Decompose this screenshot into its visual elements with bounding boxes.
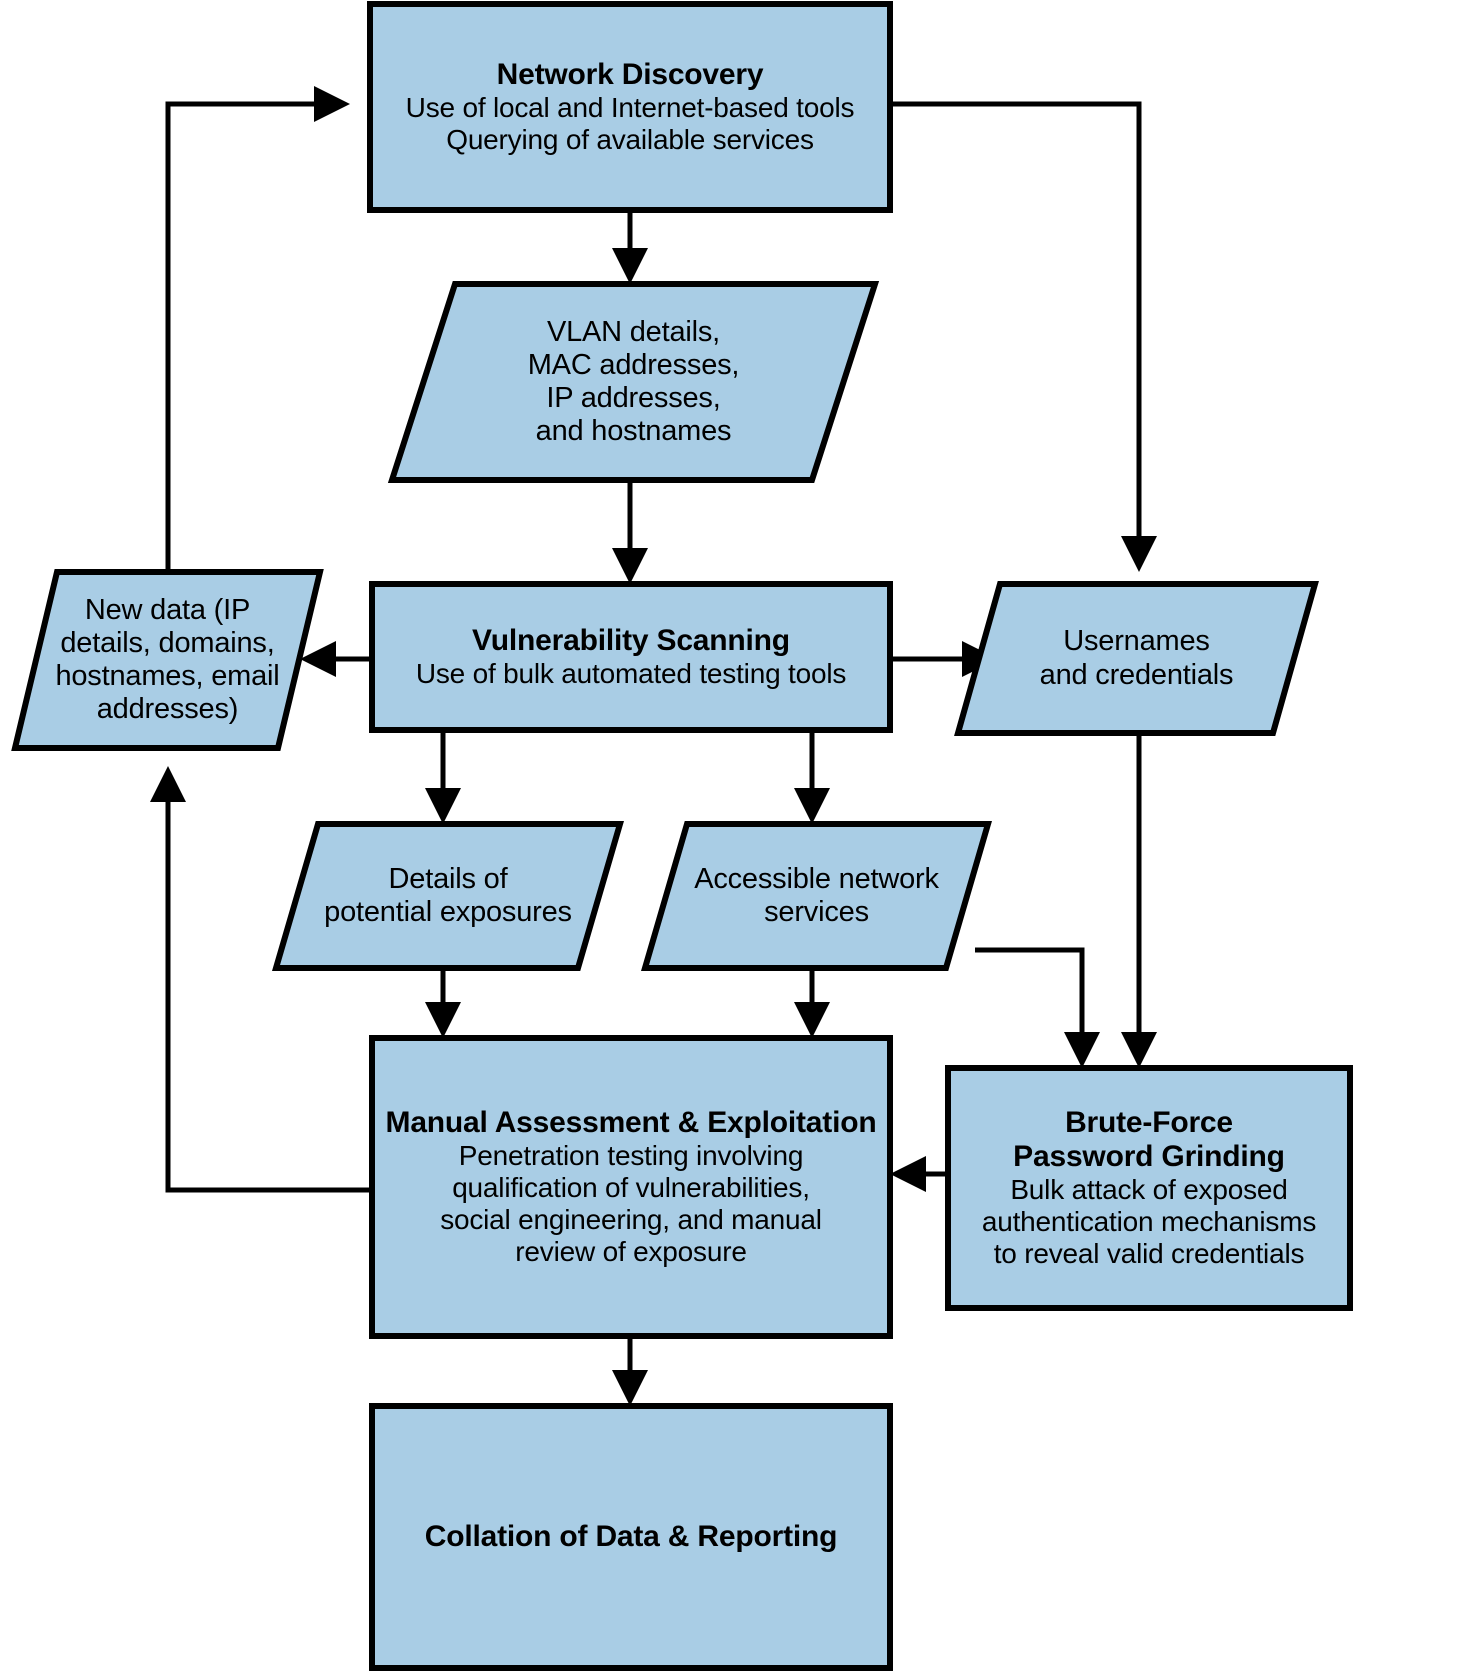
edge-usernames-to-bruteforce [1121, 733, 1157, 1068]
node-manual-assessment[interactable] [369, 1035, 893, 1339]
edge-services-to-manual [794, 968, 830, 1038]
edge-discovery-to-vlan [612, 210, 648, 284]
node-brute-force[interactable] [945, 1065, 1353, 1311]
node-usernames-credentials[interactable] [954, 581, 1319, 736]
edge-scanning-to-exposures [425, 730, 461, 824]
edge-discovery-to-usernames [890, 101, 1157, 572]
edge-manual-to-newdata [150, 766, 372, 1193]
edge-manual-to-collation [612, 1336, 648, 1406]
node-vulnerability-scanning[interactable] [369, 581, 893, 733]
edge-services-to-bruteforce [975, 947, 1100, 1068]
edge-exposures-to-manual [425, 968, 461, 1038]
node-accessible-services[interactable] [641, 821, 992, 971]
edge-scanning-to-newdata [300, 641, 372, 677]
node-vlan-details[interactable] [387, 281, 880, 483]
node-network-discovery[interactable] [367, 1, 893, 213]
edge-scanning-to-services [794, 730, 830, 824]
edge-bruteforce-to-manual [890, 1156, 948, 1192]
node-potential-exposures[interactable] [272, 821, 624, 971]
edge-newdata-to-discovery [165, 86, 350, 572]
node-collation-reporting[interactable] [369, 1403, 893, 1671]
node-new-data[interactable] [11, 569, 324, 751]
edge-vlan-to-scanning [612, 480, 648, 584]
